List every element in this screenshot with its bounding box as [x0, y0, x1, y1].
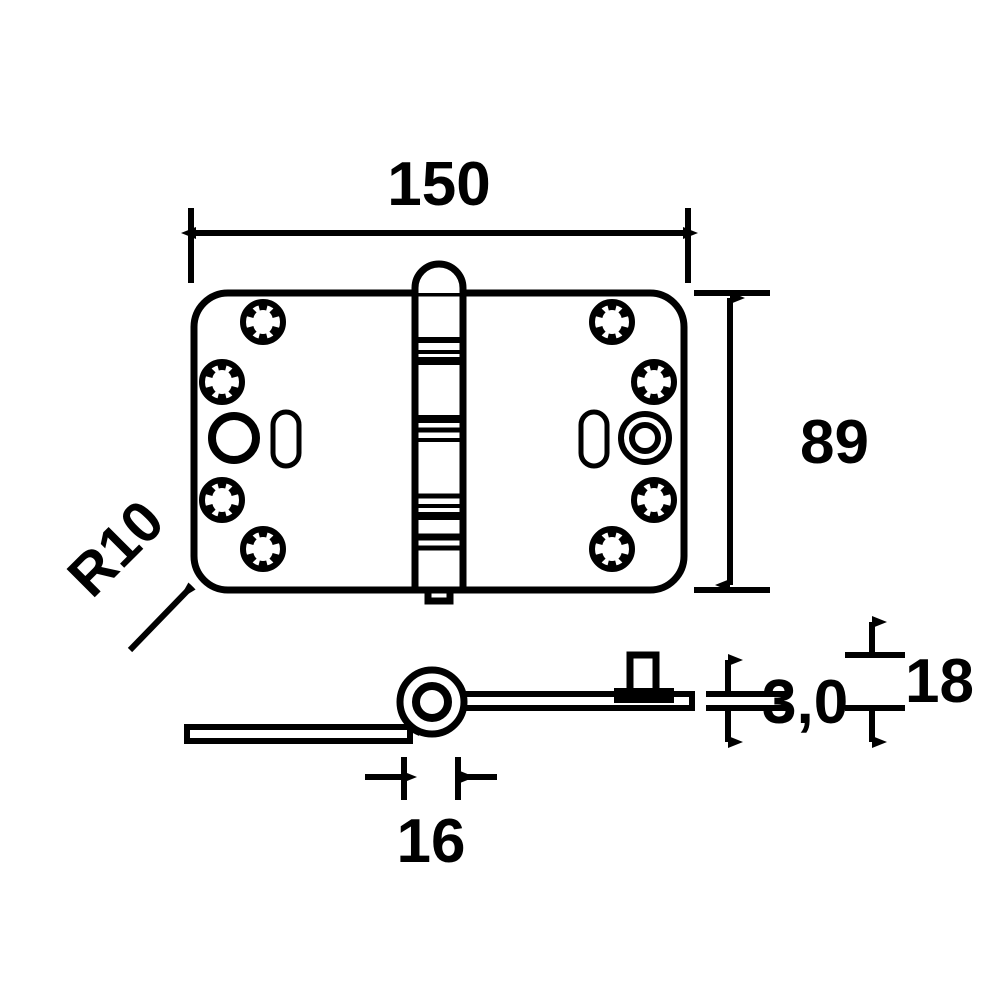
side-view: 16 3,0 18	[184, 616, 974, 876]
ring-hole-outer	[618, 411, 672, 465]
knuckle-segment-bands	[413, 337, 466, 551]
pin-height-dimension: 18	[845, 616, 974, 748]
height-dimension: 89	[694, 290, 869, 593]
slot-hole	[270, 409, 302, 469]
side-leaf-wrap	[407, 724, 422, 736]
plate-thickness-dimension: 3,0	[706, 654, 848, 748]
right-leaf-features	[578, 301, 674, 571]
slot-hole	[578, 409, 610, 469]
knuckle-width-label: 16	[397, 807, 466, 876]
plate-thickness-label: 3,0	[762, 668, 848, 737]
side-knuckle-inner	[412, 682, 452, 722]
knuckle-bottom-tab	[424, 590, 454, 605]
width-dimension-label: 150	[387, 150, 490, 219]
knuckle-width-dimension: 16	[365, 757, 497, 876]
left-leaf-features	[202, 301, 302, 571]
knuckle-top-cap	[411, 260, 467, 293]
pin-stud	[614, 651, 674, 703]
ring-hole-inner	[629, 422, 661, 454]
width-dimension: 150	[181, 150, 698, 283]
height-dimension-label: 89	[800, 408, 869, 477]
knuckle-barrel	[411, 260, 467, 605]
pin-stud-flange	[614, 688, 674, 703]
radius-leader-line	[127, 582, 196, 653]
round-hole	[208, 412, 260, 464]
pin-stud-body	[626, 651, 660, 697]
side-left-leaf	[184, 724, 413, 744]
pin-height-label: 18	[905, 647, 974, 716]
